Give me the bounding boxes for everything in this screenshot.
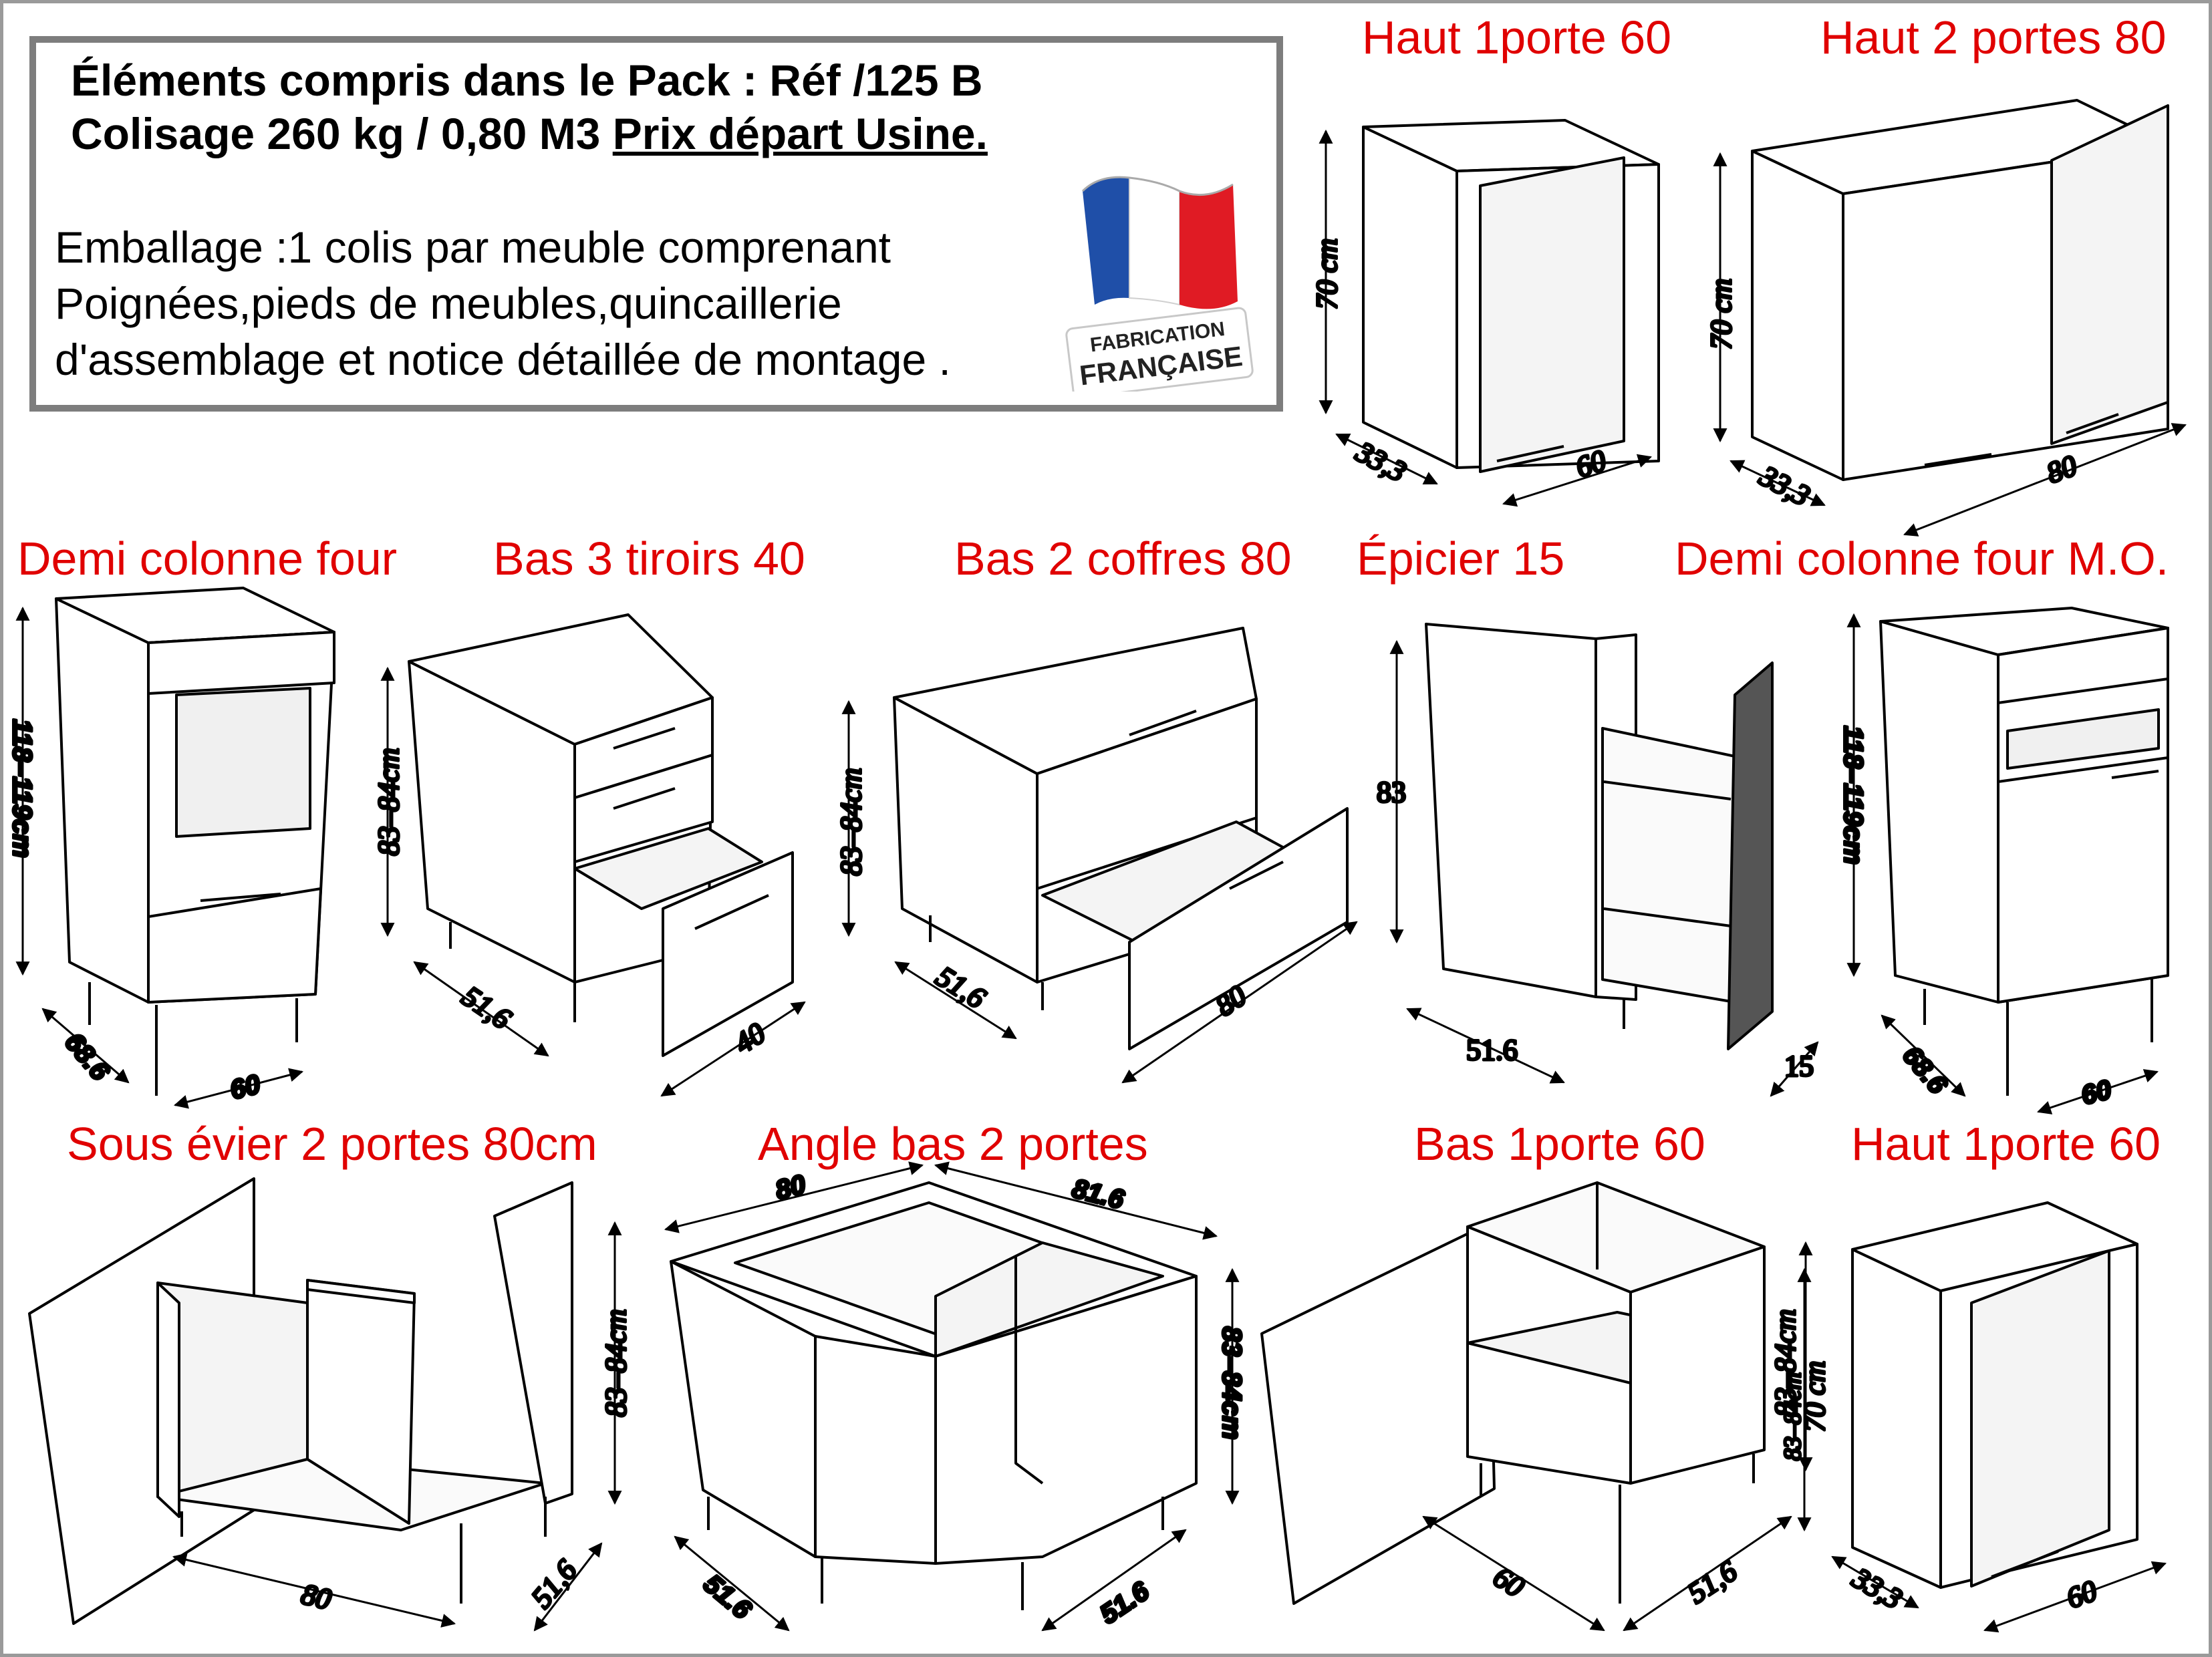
cabinet-title-epicier-15: Épicier 15 <box>1357 533 1565 585</box>
dim-height-haut-1porte-60-bottom: 70 cm <box>1798 1361 1831 1432</box>
dim-depth-epicier-15: 51.6 <box>1466 1034 1518 1066</box>
cabinet-title-haut-2-portes-80: Haut 2 portes 80 <box>1820 11 2167 63</box>
dim-depth-haut-1porte-60-top: 33,3 <box>1350 435 1411 488</box>
dim-height-demi-colonne-four: 118–119cm <box>7 719 37 858</box>
dims-bas-3-tiroirs-40 <box>380 666 806 1097</box>
drawing-sous-evier-2-portes-80cm <box>28 1177 573 1625</box>
drawing-haut-1porte-60-bottom <box>1851 1201 2138 1589</box>
drawing-demi-colonne-four <box>55 587 335 1096</box>
made-in-france-badge: FABRICATION FRANÇAISE <box>1065 176 1254 392</box>
cabinet-title-haut-1porte-60-top: Haut 1porte 60 <box>1362 11 1672 63</box>
dim-width-sous-evier-2-portes-80cm: 80 <box>298 1577 334 1616</box>
dim-height-haut-2-portes-80: 70 cm <box>1705 279 1738 349</box>
dim-depth-left-angle-bas-2-portes: 51.6 <box>698 1569 756 1625</box>
dims-haut-2-portes-80 <box>1713 152 2187 537</box>
dim-height-epicier-15: 83 <box>1377 776 1406 808</box>
dim-depth-demi-colonne-four-mo: 68.6 <box>1897 1041 1953 1100</box>
dims-haut-1porte-60-top <box>1319 129 1653 507</box>
packaging-line-2: Poignées,pieds de meubles,quincaillerie <box>55 279 842 328</box>
dim-width-left-angle-bas-2-portes: 80 <box>773 1170 809 1205</box>
dim-width-haut-1porte-60-bottom: 60 <box>2062 1574 2101 1615</box>
cabinet-title-sous-evier-2-portes-80cm: Sous évier 2 portes 80cm <box>67 1118 597 1170</box>
dim-depth-sous-evier-2-portes-80cm: 51,6 <box>525 1553 583 1614</box>
dim-depth-right-angle-bas-2-portes: 51.6 <box>1095 1576 1155 1630</box>
dims-demi-colonne-four <box>15 606 304 1109</box>
cabinet-title-bas-2-coffres-80: Bas 2 coffres 80 <box>954 533 1292 585</box>
dim-width-right-angle-bas-2-portes: 81.6 <box>1069 1174 1127 1215</box>
dim-width-demi-colonne-four: 60 <box>227 1070 263 1105</box>
drawing-bas-3-tiroirs-40 <box>408 613 794 1057</box>
pack-reference-line: Éléments compris dans le Pack : Réf /125… <box>71 55 983 105</box>
dim-depth-bas-2-coffres-80: 51,6 <box>930 960 991 1015</box>
cabinet-title-bas-1porte-60: Bas 1porte 60 <box>1414 1118 1705 1170</box>
cabinet-title-demi-colonne-four: Demi colonne four <box>17 533 398 585</box>
drawing-angle-bas-2-portes <box>670 1181 1198 1610</box>
shipping-weight-volume: Colisage 260 kg / 0,80 M3 <box>71 109 613 158</box>
packaging-line-3: d'assemblage et notice détaillée de mont… <box>55 335 951 384</box>
packaging-line-1: Emballage :1 colis par meuble comprenant <box>55 222 891 272</box>
french-flag-icon <box>1081 176 1238 309</box>
dim-height-sous-evier-2-portes-80cm: 83–84cm <box>599 1309 632 1416</box>
dim-depth-haut-2-portes-80: 33,3 <box>1754 459 1815 512</box>
dims-epicier-15 <box>1389 639 1819 1097</box>
drawing-haut-2-portes-80 <box>1751 99 2169 481</box>
dim-height-haut-1porte-60-top: 70 cm <box>1310 239 1343 309</box>
dim-width-demi-colonne-four-mo: 60 <box>2078 1075 2114 1110</box>
drawing-bas-2-coffres-80 <box>893 627 1349 1050</box>
dim-depth-demi-colonne-four: 68.6 <box>59 1028 115 1086</box>
dim-height-bas-1porte-60: 83–84cm <box>1769 1309 1802 1416</box>
pack-shipping-line: Colisage 260 kg / 0,80 M3 Prix départ Us… <box>71 108 988 159</box>
dims-sous-evier-2-portes-80cm <box>172 1221 622 1632</box>
dim-width-haut-2-portes-80: 80 <box>2042 449 2081 490</box>
dims-bas-2-coffres-80 <box>841 700 1358 1084</box>
dim-width-bas-3-tiroirs-40: 40 <box>728 1016 771 1060</box>
dims-haut-1porte-60-bottom <box>1797 1267 2167 1633</box>
cabinet-title-demi-colonne-four-mo: Demi colonne four M.O. <box>1675 533 2169 585</box>
drawing-epicier-15 <box>1425 623 1774 1050</box>
dim-height-base-haut-1porte-60-bottom: 83–84cm <box>1779 1372 1806 1461</box>
factory-price-note: Prix départ Usine. <box>612 109 988 158</box>
cabinet-title-haut-1porte-60-bottom: Haut 1porte 60 <box>1851 1118 2161 1170</box>
dim-width-bas-1porte-60: 60 <box>1488 1560 1530 1604</box>
dim-height-demi-colonne-four-mo: 118–119cm <box>1838 726 1868 865</box>
cabinet-title-angle-bas-2-portes: Angle bas 2 portes <box>758 1118 1148 1170</box>
dim-height-bas-3-tiroirs-40: 83–84cm <box>372 748 405 855</box>
dim-height-angle-bas-2-portes: 83–84cm <box>1217 1326 1246 1439</box>
dim-width-epicier-15: 15 <box>1784 1050 1814 1082</box>
drawing-bas-1porte-60 <box>1260 1181 1766 1605</box>
dim-height-bas-2-coffres-80: 83–84cm <box>835 768 867 875</box>
dim-depth-bas-1porte-60: 51,6 <box>1681 1554 1742 1610</box>
drawing-demi-colonne-four-mo <box>1879 607 2169 1096</box>
dims-demi-colonne-four-mo <box>1846 613 2159 1114</box>
drawing-haut-1porte-60-top <box>1362 119 1660 473</box>
cabinet-title-bas-3-tiroirs-40: Bas 3 tiroirs 40 <box>493 533 805 585</box>
dims-angle-bas-2-portes <box>664 1161 1240 1632</box>
